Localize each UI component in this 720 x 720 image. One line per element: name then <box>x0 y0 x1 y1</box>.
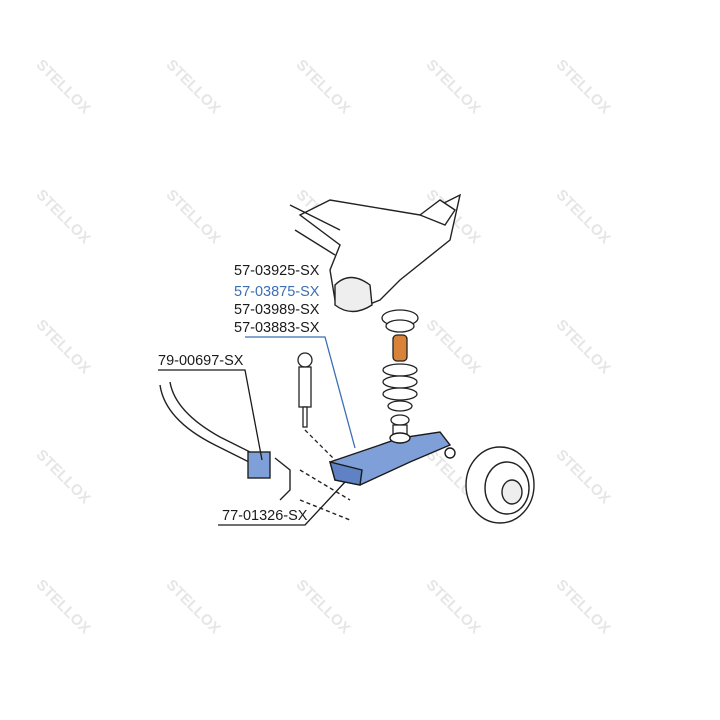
spring-drawing <box>381 309 419 438</box>
watermark-text: STELLOX <box>423 576 484 637</box>
label-77-01326-sx: 77-01326-SX <box>222 508 308 524</box>
bump-stop <box>392 334 408 362</box>
label-79-00697-sx: 79-00697-SX <box>158 353 244 369</box>
watermark-text: STELLOX <box>293 56 354 117</box>
label-57-03925-sx: 57-03925-SX <box>234 263 320 279</box>
label-57-03989-sx: 57-03989-SX <box>234 302 320 318</box>
label-57-03875-sx: 57-03875-SX <box>234 284 320 300</box>
watermark-text: STELLOX <box>33 56 94 117</box>
watermark-text: STELLOX <box>163 56 224 117</box>
stabilizer-bar-drawing <box>159 381 351 521</box>
label-57-03883-sx: 57-03883-SX <box>234 320 320 336</box>
subframe-drawing <box>289 193 462 313</box>
watermark: STELLOX STELLOX STELLOX STELLOX STELLOX STELL… <box>33 56 614 637</box>
watermark-text: STELLOX <box>33 316 94 377</box>
wheel-hub-drawing <box>465 446 535 524</box>
control-arm-drawing <box>329 431 456 486</box>
watermark-text: STELLOX <box>33 576 94 637</box>
watermark-text: STELLOX <box>553 316 614 377</box>
shock-absorber-drawing <box>297 352 346 471</box>
watermark-text: STELLOX <box>293 576 354 637</box>
watermark-text: STELLOX <box>33 446 94 507</box>
watermark-text: STELLOX <box>423 56 484 117</box>
watermark-text: STELLOX <box>553 56 614 117</box>
watermark-text: STELLOX <box>553 186 614 247</box>
watermark-text: STELLOX <box>553 576 614 637</box>
watermark-text: STELLOX <box>163 576 224 637</box>
watermark-text: STELLOX <box>33 186 94 247</box>
leader-lines <box>158 336 356 526</box>
watermark-text: STELLOX <box>423 316 484 377</box>
stabilizer-bushing <box>247 451 271 479</box>
watermark-text: STELLOX <box>553 446 614 507</box>
watermark-text: STELLOX <box>163 186 224 247</box>
